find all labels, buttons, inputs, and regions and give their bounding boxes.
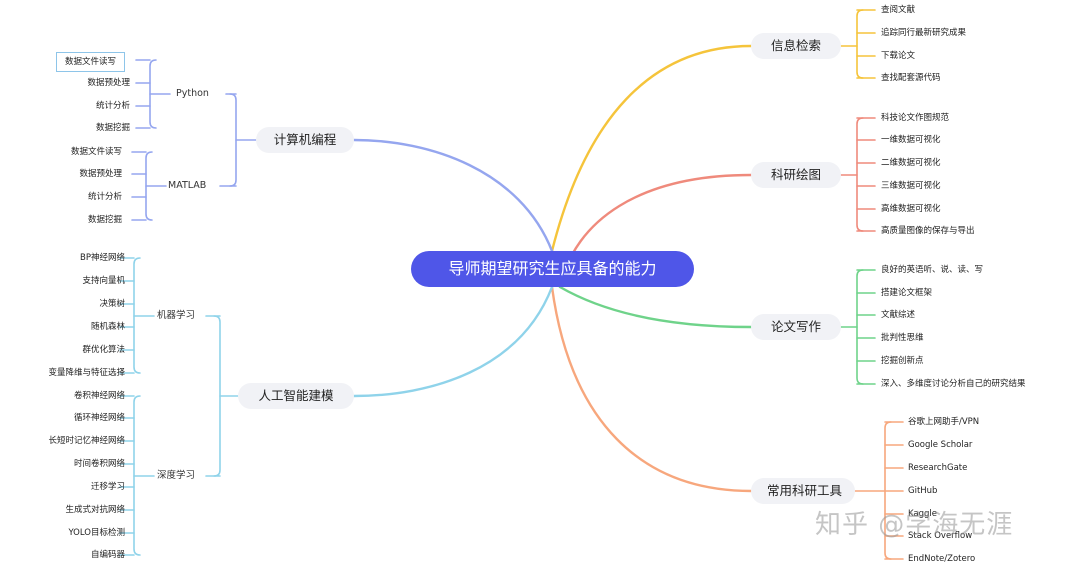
leaf[interactable]: 统计分析 [95,101,130,111]
leaf[interactable]: 决策树 [99,299,125,309]
leaf[interactable]: 迁移学习 [90,482,125,492]
leaf[interactable]: 搭建论文框架 [881,288,933,298]
leaf[interactable]: 自编码器 [90,550,125,560]
leaf[interactable]: 批判性思维 [881,333,924,343]
leaf[interactable]: Kaggle [908,509,938,519]
leaf[interactable]: 支持向量机 [82,276,125,286]
sub-machine-learning[interactable]: 机器学习 [157,310,196,321]
leaf[interactable]: 追踪同行最新研究成果 [881,28,967,38]
leaf[interactable]: 循环神经网络 [73,413,125,423]
leaf[interactable]: EndNote/Zotero [908,554,976,564]
leaf[interactable]: 数据预处理 [87,78,130,88]
bracket-line [856,269,864,385]
leaf[interactable]: 数据文件读写 [56,52,126,72]
leaf[interactable]: 长短时记忆神经网络 [48,436,125,446]
bracket-line [856,9,864,79]
leaf[interactable]: 变量降维与特征选择 [48,368,125,378]
leaf[interactable]: 数据预处理 [79,169,122,179]
bracket-line [149,59,157,129]
bracket-line [133,257,141,374]
leaf[interactable]: Google Scholar [908,440,973,450]
bracket-line [856,117,864,232]
root-node[interactable]: 导师期望研究生应具备的能力 [411,251,694,287]
leaf[interactable]: BP神经网络 [80,253,125,263]
leaf[interactable]: 深入、多维度讨论分析自己的研究结果 [881,379,1026,389]
leaf[interactable]: ResearchGate [908,463,968,473]
watermark: 知乎 @学海无涯 [815,510,1014,540]
branch-line [550,285,753,493]
bracket-line [145,151,153,221]
leaf[interactable]: 查阅文献 [881,5,916,15]
leaf[interactable]: 挖掘创新点 [881,356,924,366]
leaf[interactable]: 时间卷积网络 [73,459,125,469]
leaf[interactable]: 一维数据可视化 [881,135,941,145]
leaf[interactable]: 谷歌上网助手/VPN [908,417,980,427]
leaf[interactable]: GitHub [908,486,938,496]
sub-python[interactable]: Python [176,88,209,99]
branch-info-retrieval[interactable]: 信息检索 [751,33,841,59]
leaf[interactable]: 文献综述 [881,310,916,320]
leaf[interactable]: 科技论文作图规范 [881,113,950,123]
branch-research-plotting[interactable]: 科研绘图 [751,162,841,188]
branch-line [352,285,554,398]
leaf[interactable]: 查找配套源代码 [881,73,941,83]
leaf[interactable]: 良好的英语听、说、读、写 [881,265,984,275]
leaf[interactable]: 下载论文 [881,51,916,61]
bracket-line [229,93,237,187]
branch-line [558,285,753,329]
leaf[interactable]: 群优化算法 [82,345,125,355]
bracket-line [133,395,141,556]
branch-research-tools[interactable]: 常用科研工具 [751,478,855,504]
leaf[interactable]: 数据挖掘 [95,123,130,133]
branch-paper-writing[interactable]: 论文写作 [751,314,841,340]
leaf[interactable]: 数据文件读写 [70,147,122,157]
branch-ai-modeling[interactable]: 人工智能建模 [238,383,354,409]
sub-matlab[interactable]: MATLAB [168,180,207,191]
branch-line [550,44,753,253]
leaf[interactable]: 高维数据可视化 [881,204,941,214]
leaf[interactable]: 高质量图像的保存与导出 [881,226,975,236]
leaf[interactable]: 数据挖掘 [87,215,122,225]
leaf[interactable]: 三维数据可视化 [881,181,941,191]
leaf[interactable]: YOLO目标检测 [68,528,125,538]
bracket-line [213,315,221,477]
leaf[interactable]: 卷积神经网络 [73,391,125,401]
leaf[interactable]: Stack Overflow [908,531,973,541]
leaf[interactable]: 生成式对抗网络 [65,505,125,515]
leaf[interactable]: 二维数据可视化 [881,158,941,168]
leaf[interactable]: 统计分析 [87,192,122,202]
sub-deep-learning[interactable]: 深度学习 [157,470,196,481]
branch-line [352,138,554,253]
leaf[interactable]: 随机森林 [90,322,125,332]
branch-programming[interactable]: 计算机编程 [256,127,354,153]
